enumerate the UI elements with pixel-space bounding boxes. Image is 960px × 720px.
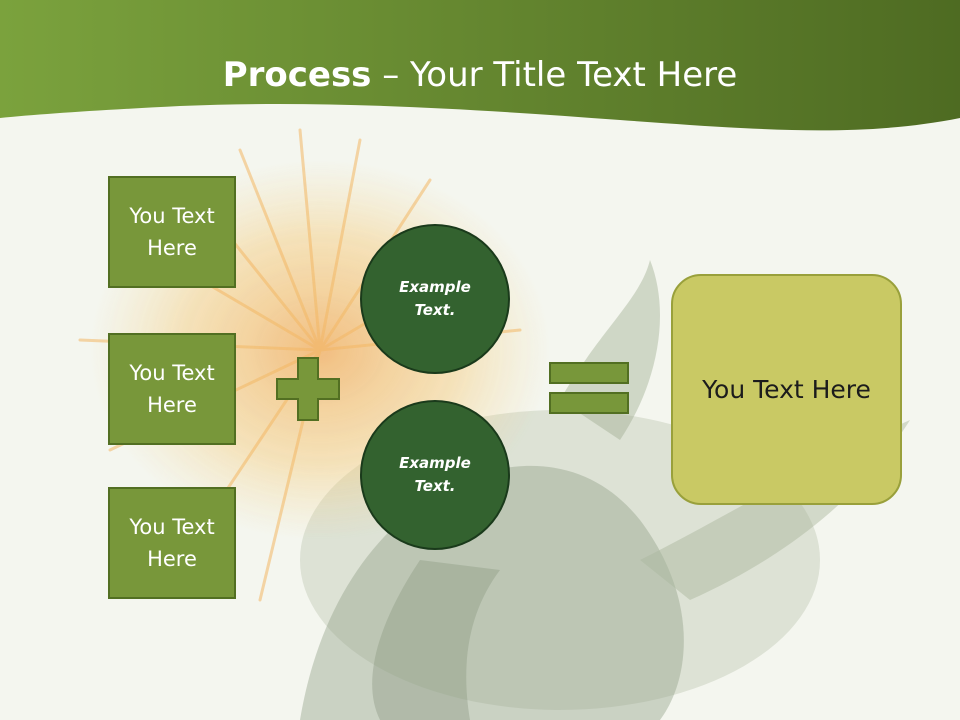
title-bold: Process <box>222 55 372 95</box>
circle-label: Example Text. <box>399 454 471 495</box>
text-box-3[interactable]: You Text Here <box>108 487 236 599</box>
text-box-label: You Text Here <box>129 204 215 260</box>
text-box-label: You Text Here <box>129 361 215 417</box>
text-box-1[interactable]: You Text Here <box>108 176 236 288</box>
example-circle-2[interactable]: Example Text. <box>360 400 510 550</box>
result-label: You Text Here <box>702 374 871 404</box>
text-box-2[interactable]: You Text Here <box>108 333 236 445</box>
example-circle-1[interactable]: Example Text. <box>360 224 510 374</box>
plus-icon <box>276 357 340 421</box>
slide-title: Process – Your Title Text Here <box>0 52 960 98</box>
circle-label: Example Text. <box>399 278 471 319</box>
result-box[interactable]: You Text Here <box>671 274 902 505</box>
equals-icon <box>549 362 629 414</box>
header-band <box>0 0 960 131</box>
title-rest: – Your Title Text Here <box>371 55 738 95</box>
text-box-label: You Text Here <box>129 515 215 571</box>
